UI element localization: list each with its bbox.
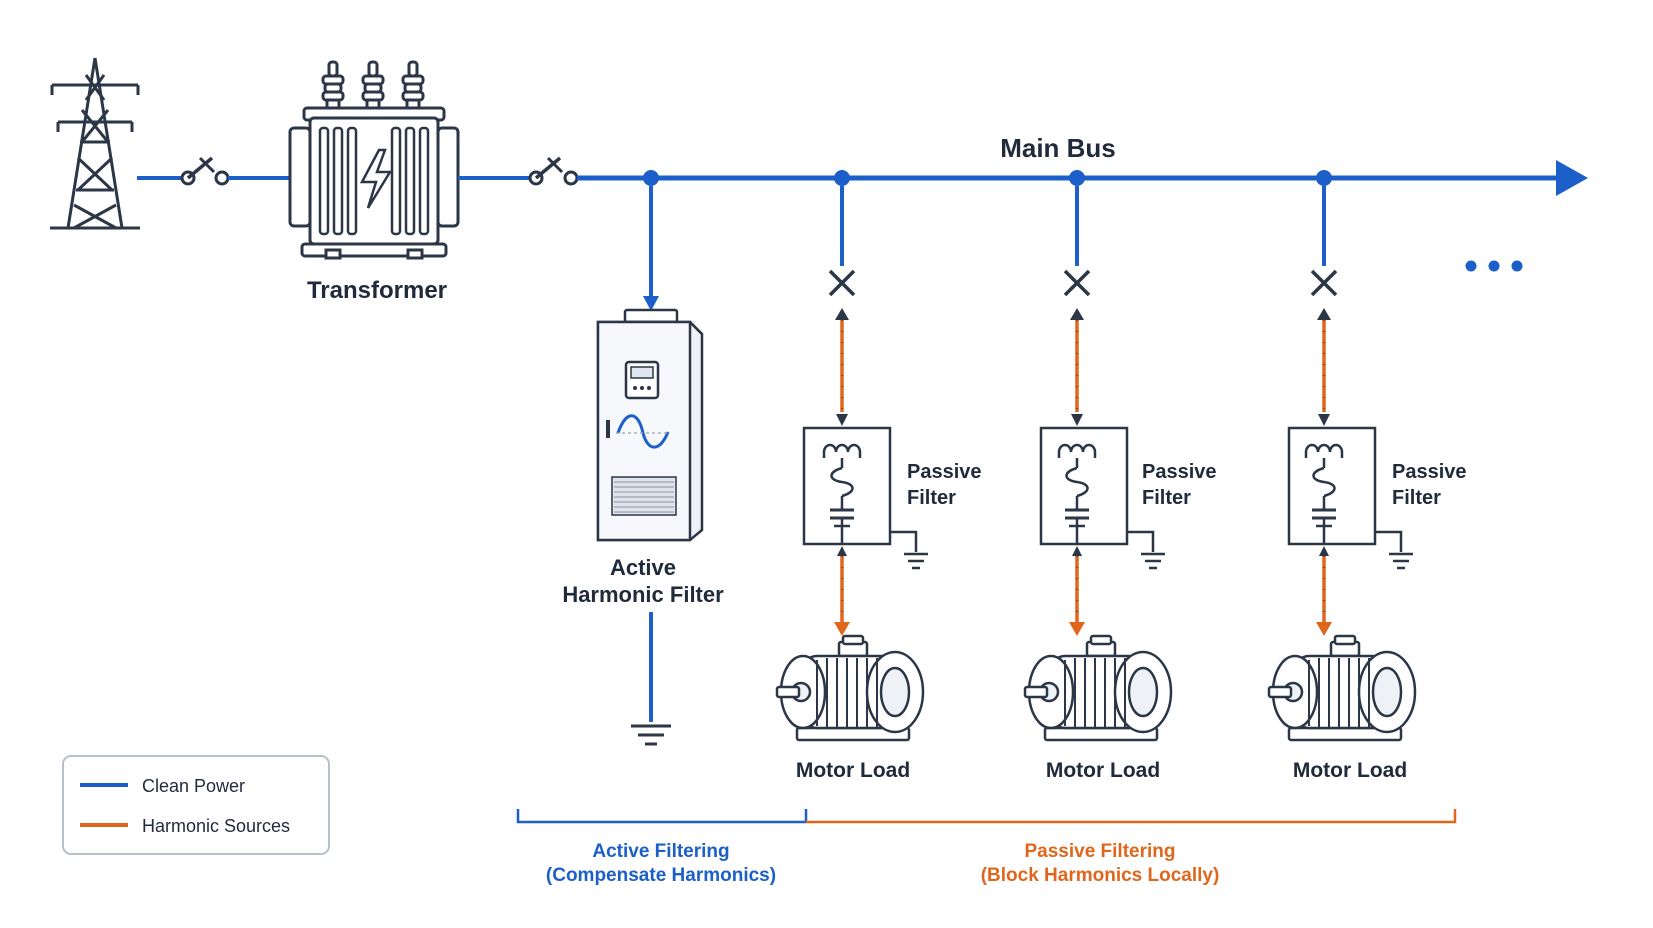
passive-branch-2: Passive Filter [1039,186,1217,636]
passive-filter-icon [1287,426,1377,546]
motor-load-label: Motor Load [796,759,910,782]
passive-branch-3: Passive Filter [1287,186,1467,636]
ground-icon [890,530,928,570]
passive-filter-label-line1: Passive [1142,461,1217,483]
bus-node [643,170,659,186]
breaker-x-icon [1063,269,1091,297]
passive-filter-label-line1: Passive [907,461,982,483]
passive-branch-1: Passive Filter [802,186,982,636]
motor-icon [775,634,925,742]
passive-filter-icon [1039,426,1129,546]
motor-icon [1023,634,1173,742]
legend-harmonic-sources: Harmonic Sources [142,816,290,836]
active-filtering-label-line2: (Compensate Harmonics) [546,865,776,886]
passive-filter-label-line1: Passive [1392,461,1467,483]
ground-icon [1375,530,1413,570]
bus-node [1069,170,1085,186]
transformer-label: Transformer [307,277,447,304]
passive-filter-icon [802,426,892,546]
breaker-x-icon [828,269,856,297]
ground-icon [1127,530,1165,570]
motor-load-label: Motor Load [1293,759,1407,782]
passive-filtering-label-line1: Passive Filtering [1024,841,1175,862]
active-filter-cabinet-icon [596,308,704,542]
active-filtering-label-line1: Active Filtering [592,841,729,862]
ellipsis-icon [1465,260,1523,272]
passive-filter-label-line2: Filter [907,487,956,509]
passive-filter-label-line2: Filter [1392,487,1441,509]
bus-node [834,170,850,186]
active-filter-label-line2: Harmonic Filter [562,582,724,607]
motor-load-label: Motor Load [1046,759,1160,782]
main-bus-arrowhead [1556,160,1588,196]
motor-icon [1267,634,1417,742]
passive-filter-label-line2: Filter [1142,487,1191,509]
passive-filtering-bracket [806,809,1457,824]
passive-filtering-label-line2: (Block Harmonics Locally) [981,865,1220,886]
bus-node [1316,170,1332,186]
main-bus-label: Main Bus [1000,133,1116,163]
transformer-icon [288,60,460,260]
transmission-tower-icon [50,57,140,230]
breaker-x-icon [1310,269,1338,297]
active-filtering-bracket [516,809,808,824]
disconnect-switch-icon [180,156,230,186]
legend-clean-power: Clean Power [142,776,245,796]
legend: Clean Power Harmonic Sources [62,755,330,855]
disconnect-switch-icon [528,156,579,186]
ground-icon [631,724,671,746]
active-filter-label-line1: Active [610,555,676,580]
